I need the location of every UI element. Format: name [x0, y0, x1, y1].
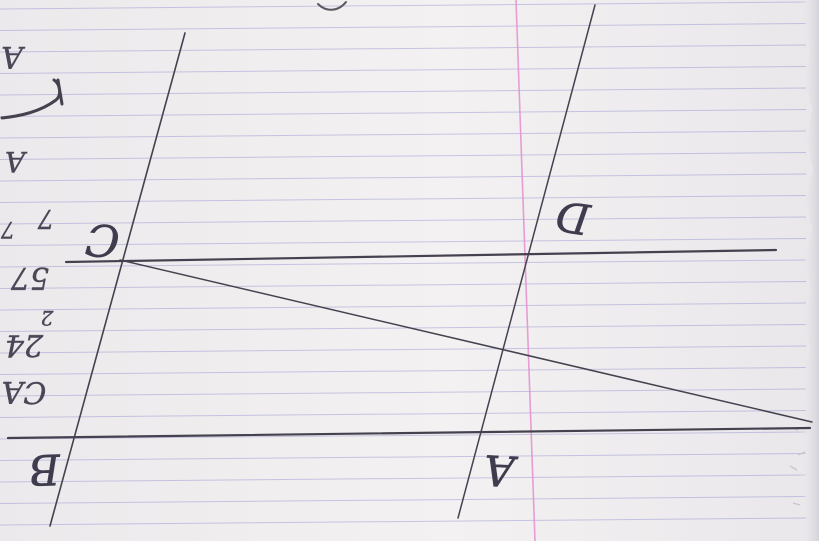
- ruled-line: [0, 324, 807, 332]
- ruled-line: [0, 173, 807, 182]
- ruled-line: [0, 195, 807, 203]
- ruled-line: [0, 1, 807, 10]
- ruled-line: [0, 281, 807, 289]
- ruled-line: [0, 474, 807, 483]
- ruled-line: [0, 302, 807, 311]
- margin-note-2-small: 2: [41, 306, 55, 330]
- torn-edge-fibers: [789, 427, 806, 506]
- margin-note-24: 24: [5, 327, 44, 362]
- ruled-line: [0, 23, 807, 31]
- label-a: A: [483, 445, 520, 496]
- margin-note-ca: CA: [2, 374, 47, 409]
- margin-note-curl: [0, 78, 64, 120]
- ruled-line: [0, 216, 807, 225]
- ruled-line: [0, 431, 807, 440]
- ruled-line: [0, 130, 807, 139]
- ruled-line: [0, 496, 807, 504]
- ruled-lines: [0, 1, 807, 526]
- margin-note-7b: 7: [1, 216, 15, 241]
- margin-line: [515, 0, 536, 541]
- ruled-line: [0, 238, 807, 246]
- margin-note-1: A: [1, 39, 26, 74]
- point-labels: C D A B: [28, 190, 594, 496]
- line-through-b-and-c: [49, 32, 186, 527]
- label-d: D: [553, 191, 594, 244]
- ruled-line: [0, 152, 807, 160]
- ruled-line: [0, 259, 807, 268]
- ruled-line: [0, 66, 807, 74]
- ruled-line: [0, 410, 807, 418]
- label-b: B: [28, 444, 62, 494]
- label-c: C: [84, 213, 122, 267]
- ruled-line: [0, 345, 807, 354]
- ruled-line: [0, 388, 807, 397]
- upper-horizontal-line: [64, 248, 778, 264]
- top-scribble: [317, 1, 347, 11]
- ruled-line: [0, 367, 807, 375]
- pencil-figure: [6, 4, 813, 527]
- transversal-line: [119, 259, 813, 423]
- ruled-line: [0, 453, 807, 461]
- margin-notes: A A 7 57 2 24 CA 7: [0, 1, 347, 409]
- margin-note-2: A: [5, 145, 28, 178]
- lower-horizontal-line: [6, 426, 812, 440]
- ruled-line: [0, 109, 807, 117]
- ruled-line: [0, 44, 807, 53]
- ruled-line: [0, 87, 807, 96]
- ruled-line: [0, 517, 807, 526]
- margin-note-7a: 7: [37, 203, 54, 233]
- torn-paper-edge: [797, 0, 819, 541]
- margin-note-57: 57: [10, 260, 49, 295]
